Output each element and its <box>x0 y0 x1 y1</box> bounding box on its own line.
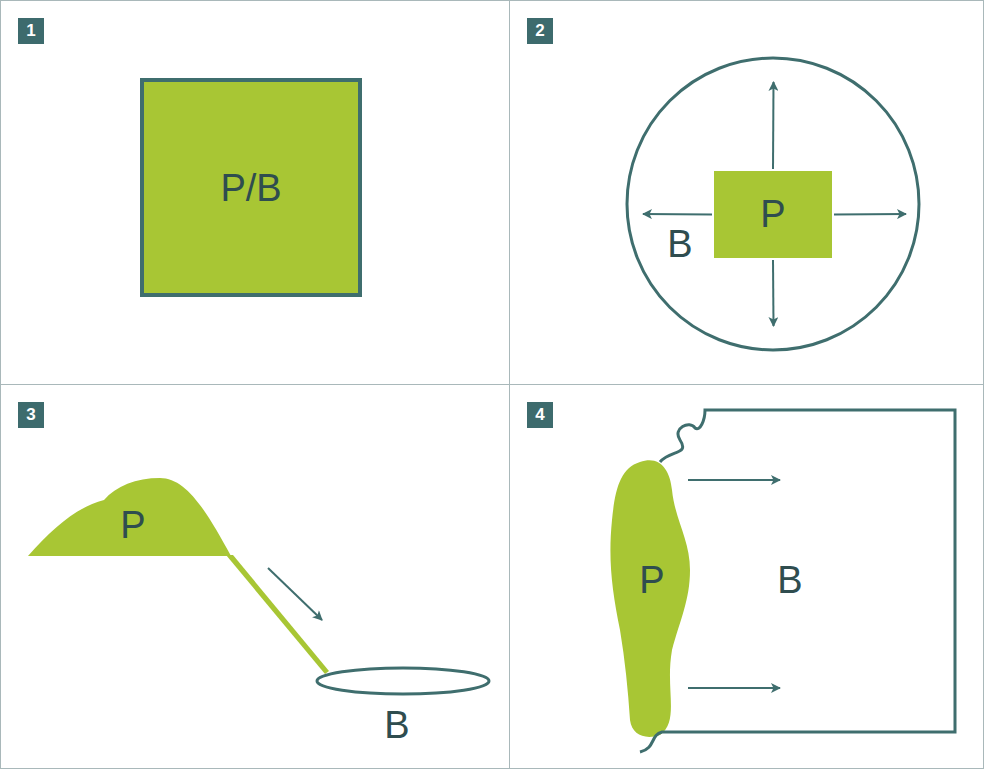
basin-ellipse-outline <box>316 667 490 695</box>
flow-arrow <box>834 213 906 215</box>
node-label: B <box>667 225 692 263</box>
node-label: P/B <box>220 169 281 207</box>
flow-arrow <box>688 687 780 689</box>
boundary-circle-shape <box>627 58 919 350</box>
boundary-circle: BP <box>627 57 920 350</box>
slope-stream <box>226 555 329 674</box>
panel-number: 1 <box>18 18 44 44</box>
flow-arrow <box>643 213 712 215</box>
node-label: P <box>639 561 664 599</box>
node-label: P <box>760 195 785 233</box>
source-hill-shape <box>28 478 231 556</box>
panel-number: 2 <box>527 18 553 44</box>
flow-arrow <box>688 479 780 481</box>
flow-arrow <box>268 568 322 620</box>
source-blob: P <box>606 455 694 741</box>
panel-number: 3 <box>18 402 44 428</box>
node-label: P <box>120 506 145 544</box>
shared-square: P/B <box>140 78 362 297</box>
node-label: B <box>384 706 409 744</box>
basin-ellipse: B <box>316 667 490 695</box>
flow-arrow <box>772 260 775 326</box>
flow-arrow <box>772 82 775 169</box>
boundary-region-shape <box>640 410 955 752</box>
basin-ellipse-shape <box>317 668 489 694</box>
panel-number: 4 <box>527 402 553 428</box>
source-hill: P <box>26 476 232 558</box>
process-box: P <box>714 171 832 258</box>
grid-line <box>0 384 984 385</box>
node-label: B <box>777 561 802 599</box>
boundary-region: B <box>638 407 958 755</box>
source-blob-shape <box>610 460 690 737</box>
